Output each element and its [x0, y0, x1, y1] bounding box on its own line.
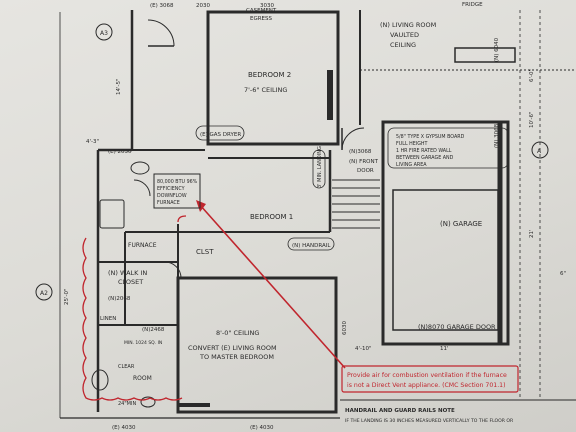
bedroom1-label: BEDROOM 1: [250, 213, 293, 221]
walk-in-closet: CLOSET: [118, 278, 143, 286]
door-2068: (N)2068: [108, 296, 131, 302]
landing-note: 3' MIN. LANDING: [317, 146, 323, 188]
gyp-note-1: 5/8" TYPE X GYPSUM BOARD: [396, 134, 465, 140]
dim-25-0: 25'-0": [64, 288, 70, 305]
living-room-label: (N) LIVING ROOM: [380, 21, 436, 29]
room-labels: BEDROOM 2 7'-6" CEILING BEDROOM 1 (N) LI…: [100, 2, 496, 382]
door-2468: (N)2468: [142, 327, 165, 333]
dim-4-3: 4'-3": [86, 139, 99, 145]
dim-10-6: 10'-6": [529, 111, 535, 128]
convert-label-2: TO MASTER BEDROOM: [199, 353, 274, 361]
bedroom2-label: BEDROOM 2: [248, 71, 291, 79]
fridge-label: FRIDGE: [462, 2, 483, 8]
dim-21: 21': [529, 229, 535, 238]
furnace-note-3: DOWNFLOW: [157, 193, 187, 199]
gas-dryer-note: (E) GAS DRYER: [200, 132, 241, 138]
dim-14-5: 14'-5": [116, 78, 122, 95]
convert-label-1: CONVERT (E) LIVING ROOM: [188, 344, 277, 352]
dim-6040: (N) 6040: [494, 37, 500, 62]
egress-note: EGRESS: [250, 16, 273, 22]
walls: [59, 10, 576, 419]
section-markers: [35, 23, 549, 301]
front-door-size: (N)3068: [349, 149, 372, 155]
ceiling-8-label: 8'-0" CEILING: [216, 329, 259, 337]
bathroom-label: ROOM: [133, 375, 152, 382]
callout-leader: [199, 204, 346, 369]
marker-a2: A2: [40, 290, 48, 297]
dim-11: 11': [440, 346, 449, 352]
living-room-ceiling: CEILING: [390, 41, 416, 49]
min-sqin-note: MIN. 1024 SQ. IN: [124, 340, 162, 346]
dim-2030-top: 2030: [196, 3, 210, 9]
bedroom2-ceiling: 7'-6" CEILING: [244, 86, 287, 94]
garage-walls: [381, 120, 510, 346]
dim-2030-mid: (E) 2030: [108, 149, 132, 155]
callout-line-2: is not a Direct Vent appliance. (CMC Sec…: [347, 382, 506, 389]
callout-box: [341, 365, 519, 393]
furnace-note-2: EFFICIENCY: [157, 186, 185, 192]
furnace-note-box: [153, 173, 201, 209]
garage-door-label: (N)8070 GARAGE DOOR: [418, 323, 496, 331]
dim-6030: 6030: [342, 321, 348, 335]
dim-4030-a: (E) 4030: [112, 425, 136, 431]
casement-note: CASEMENT: [246, 8, 277, 14]
dimension-labels: (E) 3068 2030 3030 (E) 4030 (E) 4030 (E)…: [64, 3, 566, 431]
convert-room-walls: [176, 276, 338, 414]
gyp-note-3: 1 HR FIRE RATED WALL: [396, 148, 452, 154]
front-door-label-2: DOOR: [357, 168, 374, 174]
dim-3068: (E) 3068: [150, 3, 174, 9]
handrail-note: (N) HANDRAIL: [292, 243, 331, 249]
revision-clouds: [82, 215, 187, 401]
gyp-note-4: BETWEEN GARAGE AND: [396, 155, 454, 161]
gyp-note-2: FULL HEIGHT: [396, 141, 428, 147]
marker-a: A: [537, 148, 542, 155]
linen-label: LINEN: [100, 316, 116, 322]
annotations: CASEMENT EGRESS (E) GAS DRYER 80,000 BTU…: [108, 8, 465, 407]
callout-line-1: Provide air for combustion ventilation i…: [347, 372, 507, 379]
front-door-label: (N) FRONT: [349, 159, 379, 165]
width-24-note: 24"MIN: [118, 401, 136, 407]
clear-note: CLEAR: [118, 364, 135, 370]
dim-6-0: 6'-0": [529, 69, 535, 82]
clst-label: CLST: [196, 248, 214, 256]
dim-4-10: 4'-10": [355, 346, 372, 352]
dim-3030: 3030: [260, 3, 274, 9]
furnace-note-1: 80,000 BTU 96%: [157, 179, 198, 185]
handrail-guard-note-title: HANDRAIL AND GUARD RAILS NOTE: [345, 408, 455, 414]
furnace-note-4: FURNACE: [157, 200, 180, 206]
marker-a3: A3: [100, 30, 108, 37]
dim-4030-b: (E) 4030: [250, 425, 274, 431]
walk-in-label: (N) WALK IN: [108, 269, 147, 277]
living-room-vaulted: VAULTED: [390, 31, 419, 39]
dim-3068-r: (N) 3068: [494, 123, 500, 148]
handrail-guard-note-text: IF THE LANDING IS 30 INCHES MEASURED VER…: [345, 418, 514, 424]
furnace-room-label: FURNACE: [128, 242, 157, 249]
bedroom2-walls: [206, 10, 340, 146]
callout-arrowhead: [196, 200, 206, 212]
gyp-note-5: LIVING AREA: [396, 162, 427, 168]
garage-label: (N) GARAGE: [440, 220, 482, 228]
garage-slab: [392, 189, 499, 331]
dim-6: 6": [560, 271, 566, 277]
